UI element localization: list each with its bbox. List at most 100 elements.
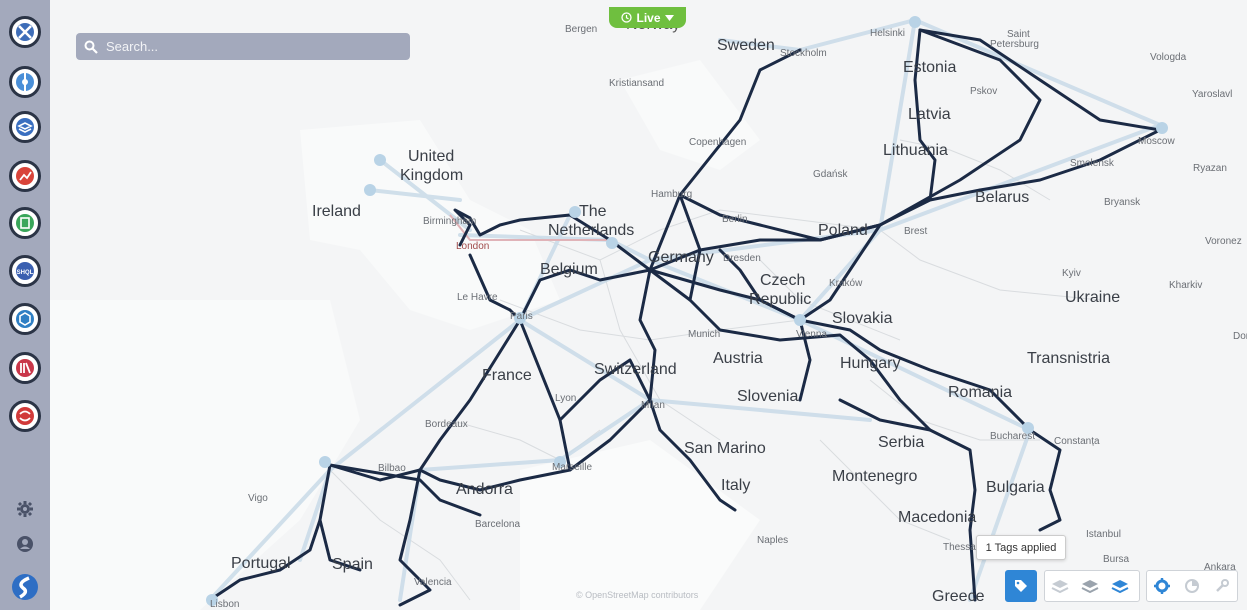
app-document-icon[interactable]	[9, 207, 41, 239]
city-valencia: Valencia	[414, 577, 452, 588]
label-ukraine: Ukraine	[1065, 289, 1121, 306]
label-belarus: Belarus	[975, 189, 1030, 206]
city-voronezh: Voronez	[1205, 236, 1242, 247]
label-austria: Austria	[713, 350, 763, 367]
app-chart-icon[interactable]	[9, 160, 41, 192]
city-berlin: Berlin	[722, 214, 748, 225]
sidebar: SHQL	[0, 0, 50, 610]
app-cube-icon[interactable]	[9, 303, 41, 335]
app-layers-icon[interactable]	[9, 111, 41, 143]
label-france: France	[482, 367, 532, 384]
label-netherlands-line1: The	[579, 203, 607, 220]
app-compass-icon[interactable]	[9, 66, 41, 98]
clock-icon	[621, 12, 633, 23]
tag-filter-group	[1005, 570, 1037, 602]
label-uk-line1: United	[408, 148, 455, 165]
chart-button[interactable]	[1177, 571, 1207, 601]
tag-filter-button[interactable]	[1006, 571, 1036, 601]
layer-button-1[interactable]	[1045, 571, 1075, 601]
city-pskov: Pskov	[970, 86, 998, 97]
tools-button[interactable]	[1207, 571, 1237, 601]
search-input[interactable]	[104, 38, 398, 55]
city-paris: Paris	[510, 311, 533, 322]
city-munich: Munich	[688, 329, 721, 340]
city-ankara: Ankara	[1204, 562, 1236, 573]
city-london: London	[456, 241, 490, 252]
layer-group	[1044, 570, 1140, 602]
city-thessaloniki: Thessaloniki	[943, 542, 999, 553]
label-macedonia: Macedonia	[898, 509, 977, 526]
settings-button[interactable]	[1147, 571, 1177, 601]
tooltip-text: 1 Tags applied	[985, 541, 1057, 554]
city-vigo: Vigo	[248, 493, 268, 504]
city-donetsk: Done	[1233, 331, 1247, 342]
city-hamburg: Hamburg	[651, 189, 693, 200]
city-ryazan: Ryazan	[1193, 163, 1227, 174]
city-lisbon: Lisbon	[210, 599, 240, 610]
label-hungary: Hungary	[840, 355, 901, 372]
city-bergen: Bergen	[565, 24, 598, 35]
city-gdansk: Gdańsk	[813, 169, 848, 180]
label-czech-line1: Czech	[760, 272, 806, 289]
city-copenhagen: Copenhagen	[689, 137, 747, 148]
svg-text:SHQL: SHQL	[17, 270, 34, 276]
city-constanta: Constanța	[1054, 436, 1100, 447]
label-spain: Spain	[332, 556, 373, 573]
pie-chart-icon	[1185, 579, 1199, 593]
city-vienna: Vienna	[796, 329, 827, 340]
city-kyiv: Kyiv	[1062, 268, 1081, 279]
label-lithuania: Lithuania	[883, 142, 948, 159]
live-toggle-button[interactable]: Live	[609, 7, 686, 28]
city-dresden: Dresden	[723, 253, 761, 264]
city-moscow: Moscow	[1138, 136, 1175, 147]
label-sweden: Sweden	[717, 37, 775, 54]
label-bulgaria: Bulgaria	[986, 479, 1045, 496]
map-basemap	[50, 16, 1168, 610]
label-uk-line2: Kingdom	[400, 167, 464, 184]
label-italy: Italy	[721, 477, 751, 494]
gear-icon	[1154, 578, 1170, 594]
settings-gear-icon[interactable]	[13, 497, 37, 521]
city-le-havre: Le Havre	[457, 292, 498, 303]
city-bilbao: Bilbao	[378, 463, 406, 474]
brand-logo-icon	[10, 572, 40, 602]
city-bucharest: Bucharest	[990, 431, 1036, 442]
label-slovenia: Slovenia	[737, 388, 799, 405]
app-swirl-icon[interactable]	[9, 400, 41, 432]
city-brest: Brest	[904, 226, 928, 237]
label-ireland: Ireland	[312, 203, 361, 220]
city-marseille: Marseille	[552, 462, 593, 473]
city-stockholm: Stockholm	[780, 48, 827, 59]
map-view[interactable]: Norway Sweden Estonia Latvia Lithuania B…	[50, 0, 1247, 610]
app-books-icon[interactable]	[9, 352, 41, 384]
app-shql-icon[interactable]: SHQL	[9, 255, 41, 287]
layers-icon	[1081, 580, 1099, 594]
city-krakow: Kraków	[829, 278, 863, 289]
user-account-icon[interactable]	[13, 532, 37, 556]
city-helsinki: Helsinki	[870, 28, 906, 39]
city-bryansk: Bryansk	[1104, 197, 1141, 208]
city-barcelona: Barcelona	[475, 519, 521, 530]
city-saint-line2: Petersburg	[990, 39, 1039, 50]
city-kristiansand: Kristiansand	[609, 78, 665, 89]
label-andorra: Andorra	[456, 481, 513, 498]
label-san-marino: San Marino	[684, 440, 766, 457]
wrench-icon	[1216, 579, 1229, 592]
tags-tooltip: 1 Tags applied	[976, 535, 1066, 560]
tag-icon	[1015, 580, 1027, 592]
label-slovakia: Slovakia	[832, 310, 893, 327]
app-x-icon[interactable]	[9, 16, 41, 48]
city-bordeaux: Bordeaux	[425, 419, 468, 430]
label-estonia: Estonia	[903, 59, 957, 76]
label-latvia: Latvia	[908, 106, 951, 123]
label-portugal: Portugal	[231, 555, 291, 572]
label-transnistria: Transnistria	[1027, 350, 1110, 367]
layers-icon	[1111, 580, 1129, 594]
layer-button-2[interactable]	[1075, 571, 1105, 601]
search-icon	[84, 40, 98, 54]
layer-button-3[interactable]	[1105, 571, 1135, 601]
city-bursa: Bursa	[1103, 554, 1130, 565]
live-label: Live	[636, 10, 661, 25]
label-switzerland: Switzerland	[594, 361, 677, 378]
city-kharkiv: Kharkiv	[1169, 280, 1203, 291]
